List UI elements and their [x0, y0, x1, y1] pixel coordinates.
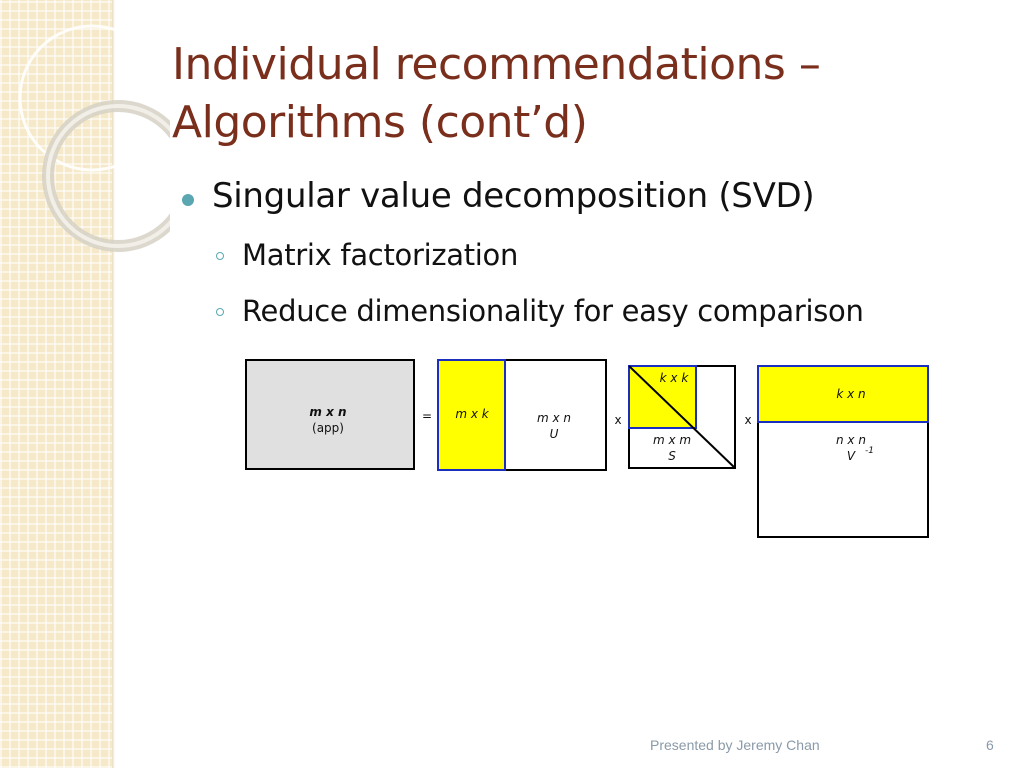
matrix-u-highlight [437, 359, 506, 471]
v-name: V [847, 449, 856, 463]
side-panel-edge [112, 0, 115, 768]
sub-bullet-text: Matrix factorization [242, 238, 519, 272]
s-block-label: k x k [660, 371, 690, 385]
decorative-circles [18, 24, 170, 252]
s-dims: m x m [653, 433, 691, 447]
matrix-s-diagonal [628, 365, 736, 469]
sub-bullet-ring-icon [216, 252, 224, 260]
page-number: 6 [986, 737, 994, 753]
u-dims: m x n [537, 411, 571, 425]
bullet-dot-icon [182, 194, 194, 206]
svd-diagram: m x n (app) = m x k m x n U x k x k m x … [245, 359, 929, 538]
bullet-text: Singular value decomposition (SVD) [212, 176, 815, 216]
title-line-1: Individual recommendations – [172, 39, 821, 90]
sub-bullet-text: Reduce dimensionality for easy compariso… [242, 294, 864, 328]
u-block-label: m x k [455, 407, 489, 421]
equals-sign: = [422, 409, 432, 423]
times-sign-2: x [744, 413, 751, 427]
title-line-2: Algorithms (cont’d) [172, 97, 588, 148]
matrix-v-highlight [757, 365, 929, 423]
s-name: S [668, 449, 676, 463]
matrix-a-dims: m x n [309, 405, 346, 419]
sub-bullet-ring-icon [216, 308, 224, 316]
matrix-a [245, 359, 415, 470]
v-dims: n x n [836, 433, 866, 447]
slide-title: Individual recommendations – Algorithms … [172, 36, 972, 152]
v-superscript: -1 [865, 446, 874, 456]
matrix-a-label: (app) [312, 421, 344, 435]
v-block-label: k x n [836, 387, 865, 401]
footer-presenter: Presented by Jeremy Chan [650, 737, 820, 753]
u-name: U [550, 427, 559, 441]
times-sign-1: x [614, 413, 621, 427]
side-panel [0, 0, 112, 768]
